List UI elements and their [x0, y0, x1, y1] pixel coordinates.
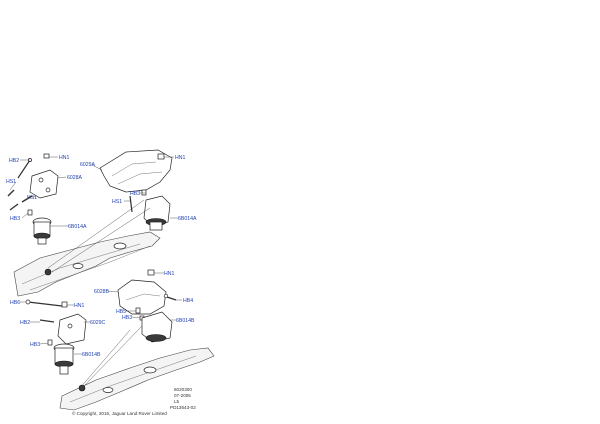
label-hb2-top: HB2 [9, 158, 19, 164]
label-6028a: 6028A [67, 175, 83, 181]
meta-date: 07-2005 [174, 393, 191, 398]
label-6b014a-right: 6B014A [178, 216, 197, 222]
label-hs1-right: HS1 [112, 199, 122, 205]
label-6028b: 6028B [94, 289, 110, 295]
mount-6b014a-left [32, 217, 52, 245]
label-6b014b-right: 6B014B [176, 318, 195, 324]
nut-hn1-lower-left [61, 301, 68, 308]
bolt-hb6 [25, 299, 63, 307]
label-hb4: HB4 [183, 298, 193, 304]
label-hs1-left: HS1 [6, 179, 16, 185]
label-6b014b-left: 6B014B [82, 352, 101, 358]
frame-bushings [44, 268, 86, 392]
drawing-meta: 6020300 07-2005 L5 PD13643-02 © Copyrigh… [72, 387, 196, 416]
meta-rev: L5 [174, 399, 180, 404]
mount-6b014a-right [143, 195, 171, 231]
leader-lines [9, 156, 182, 389]
bolt-hb4 [163, 293, 177, 301]
meta-ref: PD13643-02 [170, 405, 196, 410]
bolt-hb2-lower [39, 319, 55, 323]
label-6b014a-left: 6B014A [68, 224, 87, 230]
nut-hn1-lower [147, 269, 155, 276]
label-6029c: 6029C [90, 320, 106, 326]
label-hn1-lower: HN1 [164, 271, 174, 277]
lower-subframe [59, 347, 215, 411]
stud-hs1-right [129, 195, 133, 213]
bracket-6028a [29, 169, 59, 199]
meta-copyright: © Copyright, 2016, Jaguar Land Rover Lim… [72, 410, 167, 416]
nut-hn1-top [43, 153, 50, 159]
label-hb3-lower-left: HB3 [30, 342, 40, 348]
mount-6b014b-left [53, 343, 75, 375]
bolt-hb3-lower-left [47, 339, 53, 346]
stud-hs1-left [7, 189, 19, 211]
label-hn1-lower-left: HN1 [74, 303, 84, 309]
label-hn1-right: HN1 [175, 155, 185, 161]
label-hb2-lower: HB2 [20, 320, 30, 326]
bracket-6029c [57, 313, 87, 345]
label-hb3-lower: HB3 [122, 315, 132, 321]
mount-6b014b-right [141, 311, 173, 343]
nut-hn1-right [157, 153, 165, 160]
label-6029a: 6029A [80, 162, 96, 168]
heatshield-6028b [117, 279, 167, 315]
stud-hs1-mid [21, 195, 33, 203]
label-hb3-right: HB3 [130, 191, 140, 197]
label-hb3-left: HB3 [10, 216, 20, 222]
callout-labels: HB2 HN1 HS1 6028A HS1 HB3 6B014A 6029A H… [6, 155, 197, 358]
label-hs1-mid: HS1 [27, 195, 37, 201]
bolt-hb3-right [141, 189, 147, 196]
bolt-hb5 [135, 307, 141, 314]
label-hn1-top: HN1 [59, 155, 69, 161]
heatshield-6029a [99, 149, 173, 193]
bolt-hb3-left [27, 209, 33, 216]
bolt-hb2-top [17, 158, 32, 179]
upper-subframe [13, 231, 161, 297]
meta-code: 6020300 [174, 387, 192, 392]
label-hb6: HB6 [10, 300, 20, 306]
label-hb5: HB5 [116, 309, 126, 315]
